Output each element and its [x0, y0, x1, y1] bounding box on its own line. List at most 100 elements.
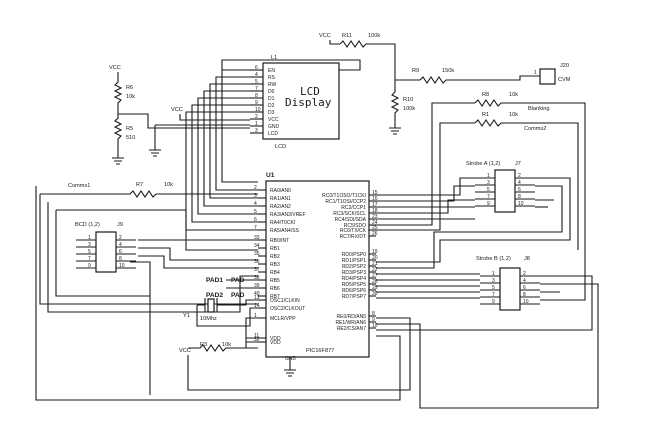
mcu-left-pin-name: RB6: [270, 286, 280, 292]
strobe-a-title: Strobe A (1,2): [466, 161, 500, 167]
r1-ref: R1: [482, 112, 489, 118]
r9-resistor: [395, 75, 540, 84]
mcu-right-pin-name: RC1/T1OSI/CCP2: [325, 199, 366, 205]
r3-value: 10k: [222, 342, 231, 348]
mcu-right-pin-name: RD7/PSP7: [342, 294, 366, 300]
r7-resistor: [40, 190, 258, 198]
header-pin-number-left: 3: [88, 242, 91, 248]
mcu-left-pin-name: RB3: [270, 262, 280, 268]
mcu-left-pin-number: 1: [254, 313, 257, 319]
bcd-title: BCD (1,2): [75, 222, 100, 228]
r1-resistor: [474, 119, 579, 250]
lcd-pin-name: VCC: [268, 117, 279, 123]
mcu-body: [265, 180, 370, 358]
mcu-left-pin-name: RA4/T0CKI: [270, 220, 295, 226]
mcu-right-pin-number: 30: [372, 291, 378, 297]
vcc-top: VCC R11 100k R10 100k: [319, 33, 415, 135]
r5-ref: R5: [126, 126, 133, 132]
lcd-top-loop: [221, 59, 361, 71]
blanking-wire: [376, 102, 475, 226]
j20-ref: J20: [560, 63, 569, 69]
lcd-pin-number: 7: [255, 86, 258, 92]
lcd-pin-number: 3: [255, 128, 258, 134]
mcu-left-pin-number: 40: [254, 291, 260, 297]
mcu-right-pin-name: RC5/SDO: [344, 223, 366, 229]
r1-value: 10k: [509, 112, 518, 118]
mcu-left-pin-name: RB7: [270, 294, 280, 300]
mcu-left-pin-name: RA3/AN3/VREF: [270, 212, 306, 218]
ground-symbol-lcd: [149, 125, 161, 157]
header-pin-number-right: 6: [518, 187, 521, 193]
mcu-left-pin-number: 6: [254, 217, 257, 223]
perimeter-wire-left: [35, 186, 401, 401]
lcd-pin-number: 6: [255, 65, 258, 71]
mcu-right-pin-number: 28: [372, 279, 378, 285]
header-pin-number-left: 1: [88, 235, 91, 241]
sa-wire-2: [376, 185, 475, 202]
net-comms2: Comms2: [524, 126, 546, 132]
pad2-label: PAD2: [206, 292, 223, 299]
mcu-right-pin-number: 24: [372, 220, 378, 226]
mcu-left-pin-number: 34: [254, 243, 260, 249]
r8-r1: R8 10k Blanking R1 10k Comms2: [376, 92, 586, 301]
crystal-ref: Y1: [183, 313, 190, 319]
sb-right-wire-2: [376, 283, 599, 409]
mcu-right-pin-name: RD6/PSP6: [342, 288, 366, 294]
pad2b-label: PAD: [231, 292, 245, 299]
mcu-right-pin-name: RE0/RD/AN5: [337, 314, 367, 320]
lcd-pin-name: D3: [268, 110, 275, 116]
crystal-body: [207, 298, 215, 313]
lcd-rs-wire: [215, 76, 258, 191]
r6-ref: R6: [126, 85, 133, 91]
ground-symbol-r10: [389, 127, 401, 135]
comms2-wire: [376, 122, 475, 231]
lcd-pin-name: D2: [268, 103, 275, 109]
header-pin-number-left: 3: [487, 180, 490, 186]
r11-resistor: [339, 40, 396, 92]
j20-connector: [539, 68, 556, 85]
mcu-left-pin-number: 3: [254, 193, 257, 199]
mcu-gnd-label: GND: [285, 356, 297, 362]
lcd-pin-number: 8: [255, 93, 258, 99]
vcc-bottom-wire: [187, 317, 411, 391]
r6-r5-resistors: [113, 72, 123, 158]
mcu-left-pin-name: OSC2/CLKOUT: [270, 306, 305, 312]
mcu-right-pin-name: RC0/T1OSO/T1CKI: [322, 193, 366, 199]
header-pin-number-left: 7: [88, 256, 91, 262]
bcd-loop-wire-2: [47, 202, 258, 313]
r8-resistor: [474, 99, 586, 301]
header-pin-number-left: 3: [492, 278, 495, 284]
header-pin-number-right: 4: [119, 242, 122, 248]
mcu-left-pin-number: 35: [254, 251, 260, 257]
mcu-left-pin-name: MCLR/VPP: [270, 316, 296, 322]
lcd-pin-name: D0: [268, 89, 275, 95]
mclr-circuit: VCC R3 10k: [179, 317, 411, 391]
lcd-ref: L1: [271, 55, 277, 61]
vcc-top-wire: [329, 40, 340, 45]
vcc-bottom-label: VCC: [179, 348, 191, 354]
r8-value: 10k: [509, 92, 518, 98]
mcu-right-pin-number: 9: [372, 317, 375, 323]
bcd-rb-wire-3: [138, 255, 258, 269]
mcu-part: PIC16F877: [306, 348, 334, 354]
r5-value: 510: [126, 135, 135, 141]
lcd-pin-name: RW: [268, 82, 277, 88]
lcd-title-line2: Display: [285, 96, 332, 109]
crystal-wires: [196, 299, 258, 327]
bcd-body: [95, 231, 117, 273]
lcd-d2-wire: [191, 104, 258, 223]
mcu-right-pin-name: RD3/PSP3: [342, 270, 366, 276]
mcu-left-pin-name: RA1/AN1: [270, 196, 291, 202]
mcu-right-pin-name: RD5/PSP5: [342, 282, 366, 288]
j20-label: CVM: [558, 77, 571, 83]
strobe-a-ref: J7: [515, 161, 521, 167]
lcd-title-line1: LCD: [300, 85, 320, 98]
bcd-ref: J9: [117, 222, 123, 228]
strobe-b-body: [499, 267, 521, 311]
pads: PAD1 PAD PAD2 PAD: [206, 277, 258, 299]
